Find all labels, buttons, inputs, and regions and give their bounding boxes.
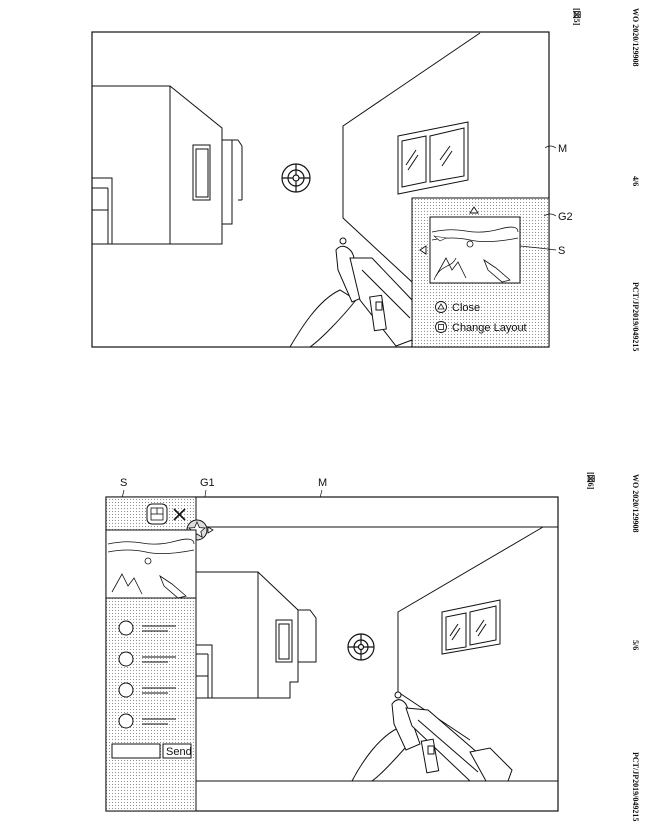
square-button-icon	[438, 324, 444, 330]
right-building	[342, 32, 481, 283]
send-button-label: Send	[166, 746, 192, 758]
subscreen-thumbnail[interactable]	[429, 216, 521, 284]
menu-change-layout-label: Change Layout	[452, 322, 527, 334]
reference-label-m: M	[318, 477, 327, 489]
crosshair-icon	[281, 163, 311, 193]
g2-popup-panel[interactable]: Close Change Layout	[411, 197, 550, 348]
send-button[interactable]: Send	[162, 743, 192, 759]
chat-input[interactable]	[111, 743, 161, 759]
player-rifle	[351, 691, 513, 782]
figure5-leader-lines	[519, 145, 557, 251]
figure6-game-screen: S G1 M	[105, 477, 559, 812]
chat-list-item[interactable]	[118, 713, 176, 729]
reference-label-g1: G1	[200, 477, 215, 489]
chat-list-item[interactable]	[118, 682, 176, 698]
left-building	[92, 85, 243, 245]
arrow-right-icon[interactable]	[207, 526, 214, 534]
menu-item-change-layout[interactable]: Change Layout	[435, 321, 527, 335]
triangle-button-icon	[437, 303, 445, 310]
crosshair-icon	[347, 633, 375, 661]
chat-list-item[interactable]	[118, 651, 176, 667]
menu-close-label: Close	[452, 302, 480, 314]
player-rifle	[289, 237, 413, 348]
arrow-up-icon[interactable]	[469, 206, 479, 214]
layout-icon[interactable]	[146, 503, 168, 525]
figure5-game-screen: Close Change Layout M G2 S	[91, 31, 573, 348]
menu-item-close[interactable]: Close	[435, 301, 481, 315]
reference-label-g2: G2	[558, 211, 573, 223]
close-icon[interactable]	[173, 508, 186, 521]
chat-list-item[interactable]	[118, 620, 176, 636]
left-building	[196, 571, 317, 699]
reference-label-m: M	[558, 143, 567, 155]
reference-label-s: S	[120, 477, 127, 489]
subscreen-thumbnail[interactable]	[105, 529, 197, 599]
reference-label-s: S	[558, 245, 565, 257]
arrow-left-icon[interactable]	[419, 245, 427, 255]
